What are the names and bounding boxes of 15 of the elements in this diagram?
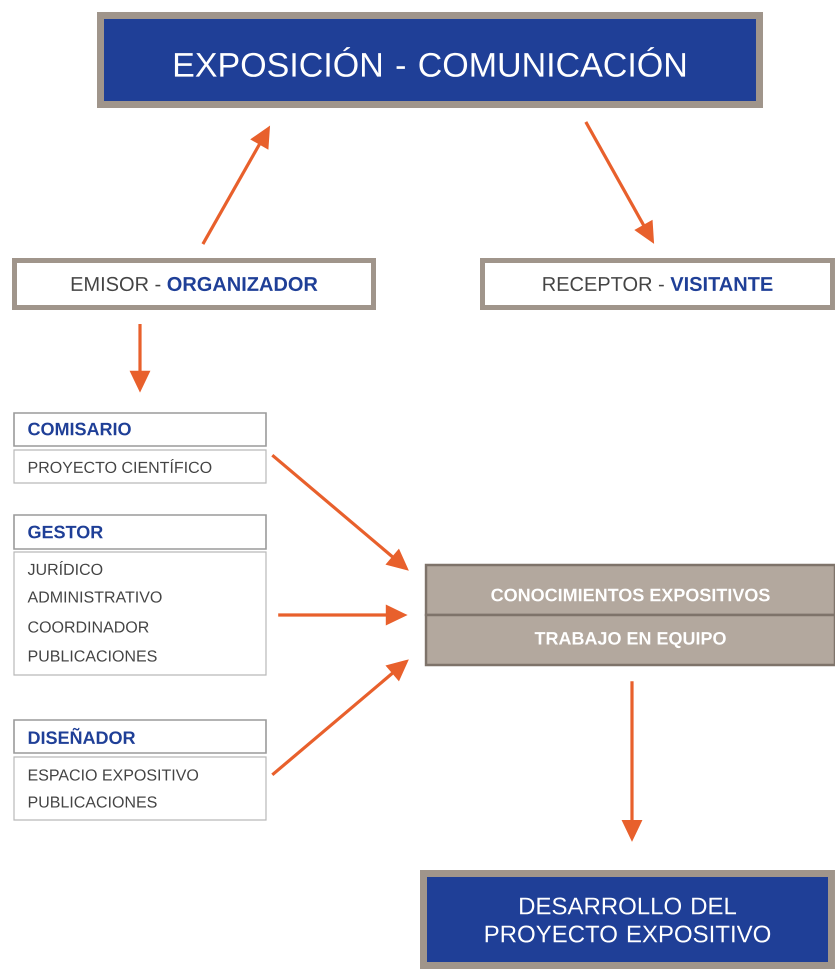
node-label: ADMINISTRATIVO bbox=[28, 591, 162, 603]
header-cell: DISEÑADOR bbox=[13, 719, 267, 754]
list-cell: ESPACIO EXPOSITIVO PUBLICACIONES bbox=[13, 756, 267, 821]
header-cell: COMISARIO bbox=[13, 412, 267, 447]
title-banner: DESARROLLO DEL PROYECTO EXPOSITIVO bbox=[420, 870, 835, 969]
title-banner: EXPOSICIÓN - COMUNICACIÓN bbox=[97, 12, 763, 108]
header-cell: GESTOR bbox=[13, 514, 267, 550]
list-cell: PROYECTO CIENTÍFICO bbox=[13, 449, 267, 484]
node-label: PUBLICACIONES bbox=[28, 650, 157, 662]
node-label: JURÍDICO bbox=[28, 560, 102, 576]
node-label: COORDINADOR bbox=[28, 621, 149, 633]
label-box: EMISOR - ORGANIZADOR bbox=[12, 258, 376, 310]
band-cell: TRABAJO EN EQUIPO bbox=[424, 614, 835, 666]
label-box: RECEPTOR - VISITANTE bbox=[480, 258, 835, 310]
band-cell: CONOCIMIENTOS EXPOSITIVOS bbox=[424, 564, 835, 616]
